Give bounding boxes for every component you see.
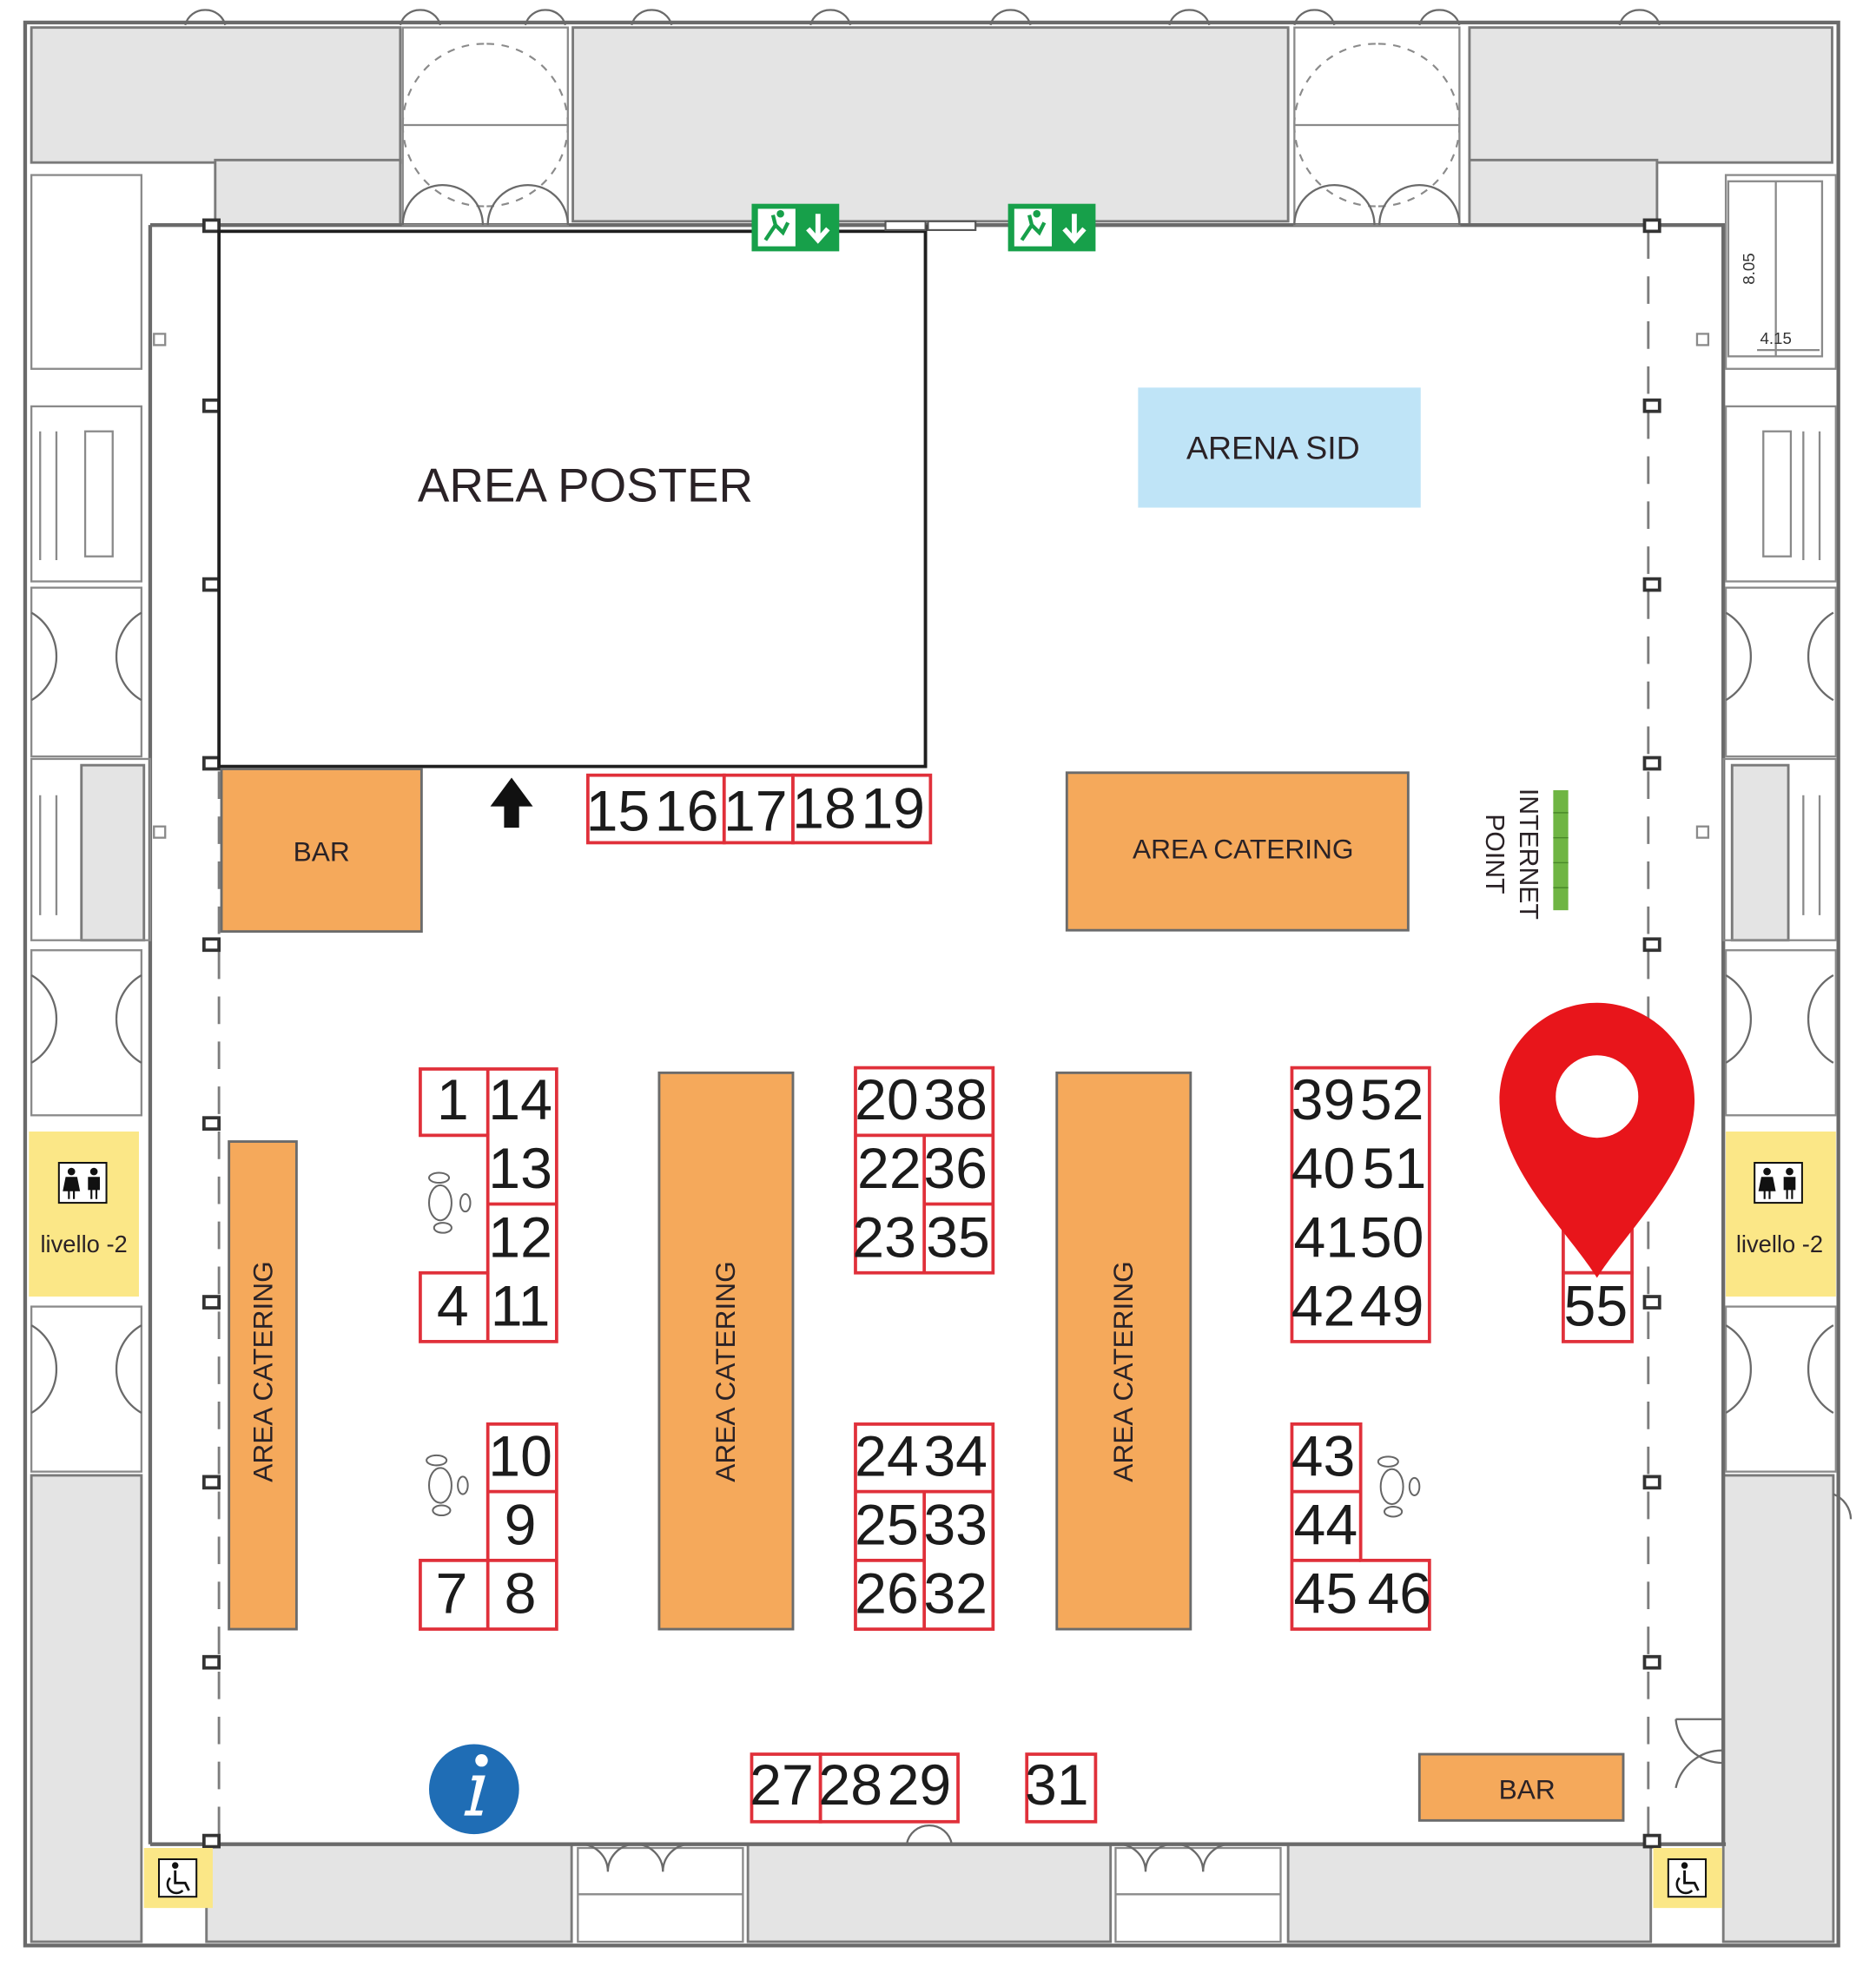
area-catering-vertical-label: AREA CATERING [248, 1261, 279, 1481]
arena-sid-label: ARENA SID [1186, 429, 1360, 465]
booth-44[interactable]: 44 [1294, 1494, 1358, 1558]
wall-block [214, 158, 402, 227]
booth-26[interactable]: 26 [855, 1562, 919, 1627]
booth-18[interactable]: 18 [792, 777, 856, 841]
internet-point[interactable]: INTERNET POINT [1480, 789, 1569, 920]
area-poster-label: AREA POSTER [418, 459, 753, 512]
info-icon[interactable] [429, 1744, 519, 1835]
booth-7[interactable]: 7 [436, 1562, 468, 1627]
wall-block [205, 1843, 573, 1943]
booth-49[interactable]: 49 [1360, 1275, 1424, 1339]
arrow-up-icon [490, 777, 533, 828]
bar-right[interactable]: BAR [1417, 1752, 1625, 1822]
wall-block [1468, 158, 1659, 227]
booth-19[interactable]: 19 [861, 777, 925, 841]
dimension-depth: 8.05 [1740, 253, 1758, 284]
emergency-exit-icon [751, 203, 840, 252]
booth-11[interactable]: 11 [491, 1275, 551, 1339]
livello-right[interactable]: livello -2 [1726, 1132, 1836, 1297]
booth-4[interactable]: 4 [437, 1275, 469, 1339]
footprints-icon [426, 1454, 469, 1517]
booth-9[interactable]: 9 [505, 1494, 537, 1558]
booth-36[interactable]: 36 [923, 1137, 988, 1201]
booth-55[interactable]: 55 [1564, 1275, 1628, 1339]
location-pin-icon[interactable] [1499, 1002, 1695, 1278]
booth-43[interactable]: 43 [1291, 1424, 1356, 1488]
livello-left-label: livello -2 [40, 1231, 127, 1257]
booth-13[interactable]: 13 [488, 1137, 552, 1201]
booth-42[interactable]: 42 [1291, 1275, 1356, 1339]
booth-23[interactable]: 23 [852, 1205, 916, 1270]
booth-16[interactable]: 16 [655, 779, 719, 843]
booth-1[interactable]: 1 [437, 1068, 469, 1132]
booth-20[interactable]: 20 [855, 1068, 919, 1132]
booth-39[interactable]: 39 [1291, 1068, 1356, 1132]
wall-block [1286, 1843, 1653, 1943]
booth-12[interactable]: 12 [488, 1205, 552, 1270]
booth-35[interactable]: 35 [926, 1205, 990, 1270]
booth-40[interactable]: 40 [1291, 1137, 1356, 1201]
area-catering-vertical-label: AREA CATERING [1107, 1261, 1139, 1481]
booth-46[interactable]: 46 [1367, 1562, 1431, 1627]
arena-sid[interactable]: ARENA SID [1138, 387, 1421, 508]
wheelchair-icon [143, 1848, 213, 1909]
wall-block [80, 763, 146, 942]
booth-50[interactable]: 50 [1360, 1205, 1424, 1270]
dimension-width: 4.15 [1760, 329, 1791, 347]
wall-block [571, 26, 1290, 223]
livello-left[interactable]: livello -2 [29, 1132, 139, 1297]
booth-28[interactable]: 28 [818, 1753, 882, 1818]
booth-22[interactable]: 22 [857, 1137, 921, 1201]
wall-block [30, 26, 402, 164]
area-catering-top[interactable]: AREA CATERING [1065, 771, 1410, 932]
booth-33[interactable]: 33 [923, 1494, 988, 1558]
bar-left[interactable]: BAR [220, 768, 423, 934]
wall-block [30, 1474, 143, 1943]
booth-34[interactable]: 34 [923, 1424, 988, 1488]
booth-17[interactable]: 17 [723, 779, 788, 843]
emergency-exit-icon [1007, 203, 1096, 252]
livello-right-label: livello -2 [1736, 1231, 1823, 1257]
restroom-icon [57, 1162, 108, 1204]
wall-block [1730, 763, 1790, 942]
booths: 15 16 17 18 19 1 14 13 12 4 11 10 9 7 8 … [419, 773, 1634, 1824]
booth-38[interactable]: 38 [923, 1068, 988, 1132]
booth-51[interactable]: 51 [1363, 1137, 1427, 1201]
restroom-icon [1754, 1162, 1803, 1204]
internet-point-label-line2: POINT [1480, 814, 1509, 894]
wall-block [1468, 26, 1833, 164]
wheelchair-icon [1653, 1848, 1722, 1909]
booth-41[interactable]: 41 [1294, 1205, 1358, 1270]
wall-block [746, 1843, 1113, 1943]
booth-14[interactable]: 14 [488, 1068, 552, 1132]
booth-32[interactable]: 32 [923, 1562, 988, 1627]
booth-10[interactable]: 10 [488, 1424, 552, 1488]
booth-52[interactable]: 52 [1360, 1068, 1424, 1132]
area-catering-top-label: AREA CATERING [1133, 834, 1353, 865]
area-poster[interactable]: AREA POSTER [217, 229, 928, 769]
booth-24[interactable]: 24 [855, 1424, 919, 1488]
internet-point-label-line1: INTERNET [1514, 789, 1542, 920]
booth-31[interactable]: 31 [1025, 1753, 1089, 1818]
area-catering-vertical-3[interactable]: AREA CATERING [1055, 1071, 1192, 1631]
booth-8[interactable]: 8 [505, 1562, 537, 1627]
footprints-icon [1377, 1455, 1421, 1518]
footprints-icon [427, 1171, 472, 1234]
building-structure [23, 9, 1853, 1948]
booth-29[interactable]: 29 [888, 1753, 952, 1818]
bar-right-label: BAR [1499, 1773, 1556, 1805]
wall-block [1721, 1474, 1835, 1943]
bar-left-label: BAR [294, 836, 350, 868]
area-catering-vertical-1[interactable]: AREA CATERING [228, 1140, 298, 1631]
booth-27[interactable]: 27 [750, 1753, 814, 1818]
booth-15[interactable]: 15 [586, 779, 651, 843]
area-catering-vertical-2[interactable]: AREA CATERING [657, 1071, 795, 1631]
booth-25[interactable]: 25 [855, 1494, 919, 1558]
area-catering-vertical-label: AREA CATERING [710, 1261, 741, 1481]
booth-45[interactable]: 45 [1294, 1562, 1358, 1627]
